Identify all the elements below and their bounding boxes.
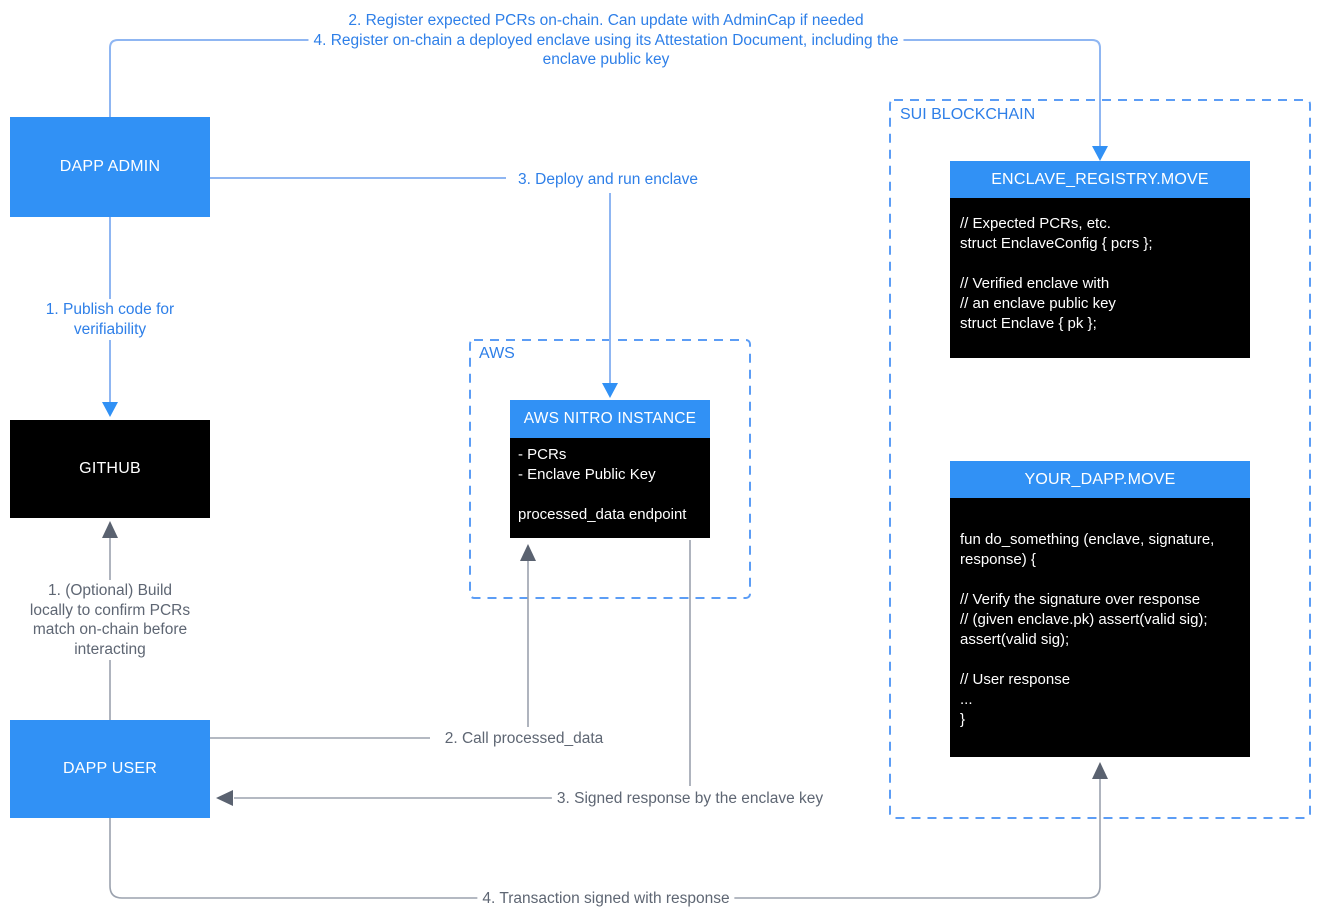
arrowhead-into-nitro-bottom (520, 544, 536, 561)
arrowhead-into-nitro-instance (602, 383, 618, 398)
aws-group-label: AWS (479, 345, 515, 362)
aws-nitro-instance-body: - PCRs - Enclave Public Key processed_da… (510, 438, 710, 538)
github-node: GITHUB (10, 420, 210, 518)
arrowhead-into-dapp-user (216, 790, 233, 806)
enclave-registry-card: ENCLAVE_REGISTRY.MOVE // Expected PCRs, … (950, 161, 1250, 358)
arrowhead-into-enclave-registry (1092, 146, 1108, 161)
sui-blockchain-group-label: SUI BLOCKCHAIN (900, 106, 1036, 123)
sui-blockchain-group-border (889, 99, 1311, 819)
your-dapp-body: fun do_something (enclave, signature, re… (950, 498, 1250, 757)
aws-nitro-instance-title: AWS NITRO INSTANCE (510, 400, 710, 438)
dapp-user-node: DAPP USER (10, 720, 210, 818)
arrowhead-into-your-dapp (1092, 762, 1108, 779)
arrowhead-into-github-bottom (102, 521, 118, 538)
annotation-publish-code: 1. Publish code for verifiability (40, 299, 180, 340)
arrowhead-into-github (102, 402, 118, 417)
dapp-user-label: DAPP USER (63, 760, 157, 777)
enclave-registry-body: // Expected PCRs, etc. struct EnclaveCon… (950, 198, 1250, 358)
annotation-signed-response: 3. Signed response by the enclave key (551, 788, 829, 810)
annotation-admin-register: 2. Register expected PCRs on-chain. Can … (308, 10, 904, 71)
your-dapp-title: YOUR_DAPP.MOVE (950, 461, 1250, 498)
annotation-call-processed-data: 2. Call processed_data (439, 728, 609, 750)
enclave-registry-title: ENCLAVE_REGISTRY.MOVE (950, 161, 1250, 198)
aws-nitro-instance-card: AWS NITRO INSTANCE - PCRs - Enclave Publ… (510, 400, 710, 538)
github-label: GITHUB (79, 460, 141, 477)
annotation-transaction-signed: 4. Transaction signed with response (477, 888, 735, 910)
dapp-admin-node: DAPP ADMIN (10, 117, 210, 217)
annotation-deploy-enclave: 3. Deploy and run enclave (512, 169, 704, 191)
annotation-build-locally: 1. (Optional) Build locally to confirm P… (24, 580, 196, 660)
your-dapp-card: YOUR_DAPP.MOVE fun do_something (enclave… (950, 461, 1250, 757)
dapp-admin-label: DAPP ADMIN (59, 158, 161, 175)
